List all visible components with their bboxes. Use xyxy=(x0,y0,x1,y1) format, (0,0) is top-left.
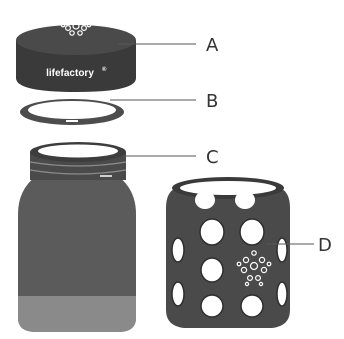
seal-ring-tab xyxy=(66,120,78,122)
bottle-body xyxy=(18,176,136,332)
bottle-threads xyxy=(29,161,127,175)
sleeve-logo-icon xyxy=(236,250,272,287)
callout-d: D xyxy=(318,235,332,256)
brand-label: lifefactory xyxy=(46,68,94,79)
callout-c: C xyxy=(206,147,219,168)
silicone-sleeve xyxy=(166,177,290,328)
bottle-mouth xyxy=(38,144,118,158)
seal-ring xyxy=(20,99,124,125)
glass-bottle xyxy=(18,142,136,332)
sleeve-body xyxy=(166,188,290,328)
cap-top xyxy=(16,25,136,55)
callout-a: A xyxy=(206,35,219,56)
brand-registered-mark: ® xyxy=(102,66,107,73)
sleeve-back-holes xyxy=(195,191,255,209)
cap-body xyxy=(16,40,136,92)
leader-lines xyxy=(110,43,314,245)
seal-ring-inner xyxy=(28,101,116,119)
cap-top-logo-icon xyxy=(60,15,92,36)
callout-b: B xyxy=(206,91,218,112)
cap: lifefactory ® xyxy=(16,15,136,92)
sleeve-opening xyxy=(180,181,276,195)
sleeve-holes xyxy=(171,218,288,318)
bottle-base xyxy=(18,296,136,332)
